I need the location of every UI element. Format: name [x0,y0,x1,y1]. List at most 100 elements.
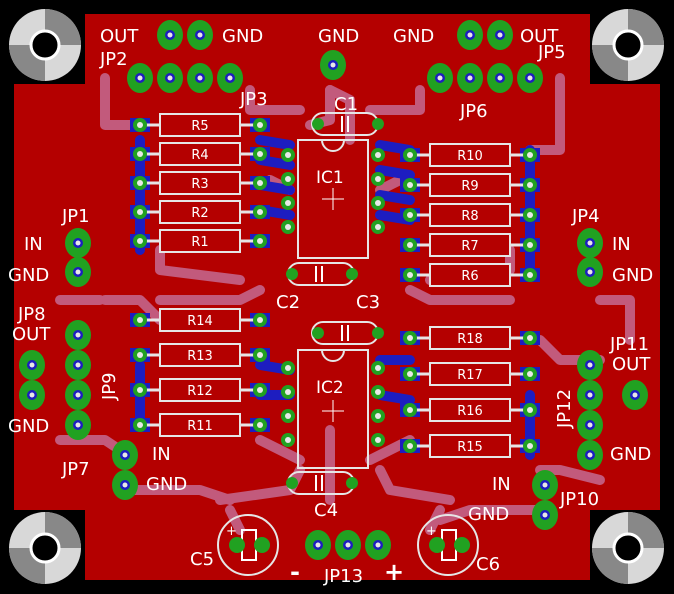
resistor-label: R9 [461,179,478,194]
resistor-label: R13 [187,349,213,364]
label-out-left: OUT [100,26,139,47]
ic1-package: IC1 [297,139,369,259]
svg-text:+: + [426,524,437,539]
label-gnd-jp10: GND [468,504,509,525]
label-c5: C5 [190,549,214,570]
capacitor-c6: + [417,514,479,576]
label-gnd-left-top: GND [222,26,263,47]
mounting-hole-bottom-left [9,512,81,584]
label-in-jp7: IN [152,444,171,465]
label-c4: C4 [314,500,338,521]
resistor-r17: R17 [400,362,540,386]
resistor-r12: R12 [130,378,270,402]
resistor-label: R7 [461,239,478,254]
label-jp2: JP2 [99,49,128,70]
label-out-jp11: OUT [612,354,651,375]
label-gnd-center: GND [318,26,359,47]
label-minus: - [290,558,300,586]
label-jp11: JP11 [609,334,649,355]
header-out-gnd-left [157,20,213,50]
label-jp13: JP13 [323,566,363,587]
label-c1: C1 [334,94,358,115]
label-jp4: JP4 [571,206,600,227]
resistor-label: R16 [457,404,483,419]
header-out-gnd-right [457,20,513,50]
label-gnd-jp8: GND [8,416,49,437]
silkscreen-labels: OUT GND JP2 JP3 GND C1 GND OUT JP5 JP6 J… [8,26,653,587]
resistor-r11: R11 [130,413,270,437]
headers [19,20,648,560]
capacitor-c5: + [217,514,279,576]
label-jp1: JP1 [61,206,90,227]
resistor-label: R2 [191,206,208,221]
resistor-label: R12 [187,384,213,399]
label-jp6: JP6 [459,101,488,122]
resistor-r18: R18 [400,326,540,350]
mounting-hole-bottom-right [592,512,664,584]
label-jp9: JP9 [99,372,120,401]
label-in-left: IN [24,234,43,255]
header-gnd-center [320,50,346,80]
label-out-right: OUT [520,26,559,47]
ic2-label: IC2 [316,378,344,398]
ic2-package: IC2 [297,349,369,469]
label-in-right: IN [612,234,631,255]
label-jp12: JP12 [554,389,575,429]
label-c3: C3 [356,292,380,313]
resistor-label: R17 [457,368,483,383]
resistor-label: R11 [187,419,213,434]
resistor-label: R18 [457,332,483,347]
label-jp5: JP5 [537,42,566,63]
resistor-r2: R2 [130,200,270,224]
resistor-r4: R4 [130,142,270,166]
svg-text:+: + [226,524,237,539]
capacitor-c2 [286,262,358,286]
resistor-r7: R7 [400,233,540,257]
resistor-r16: R16 [400,398,540,422]
resistor-label: R10 [457,149,483,164]
header-jp10 [532,470,558,530]
header-jp13 [305,530,391,560]
label-c6: C6 [476,554,500,575]
capacitor-c4 [286,471,358,495]
resistor-r9: R9 [400,173,540,197]
header-jp8-jp9 [19,320,91,440]
header-jp11-jp12 [577,350,648,470]
capacitor-c1 [311,112,384,136]
header-jp7 [112,440,138,500]
label-gnd-right-top: GND [393,26,434,47]
label-jp7: JP7 [61,459,90,480]
resistor-label: R1 [191,235,208,250]
capacitor-c3 [311,321,384,345]
resistor-label: R8 [461,209,478,224]
ic-pins [281,148,385,447]
resistor-r10: R10 [400,143,540,167]
label-gnd-jp4: GND [612,265,653,286]
label-gnd-jp1: GND [8,265,49,286]
label-plus: + [384,558,404,586]
header-jp1 [65,228,91,287]
header-jp5-jp6 [427,63,543,93]
label-jp3: JP3 [239,89,268,110]
resistor-label: R3 [191,177,208,192]
ic1-label: IC1 [316,168,344,188]
resistor-r15: R15 [400,434,540,458]
resistor-r6: R6 [400,263,540,287]
resistor-label: R4 [191,148,208,163]
label-c2: C2 [276,292,300,313]
header-jp4 [577,228,603,287]
resistor-r1: R1 [130,229,270,253]
resistor-r3: R3 [130,171,270,195]
resistor-label: R15 [457,440,483,455]
header-jp2-jp3 [127,63,243,93]
top-traces [55,73,635,535]
resistor-r5: R5 [130,113,270,137]
label-gnd-jp11: GND [610,444,651,465]
resistor-r8: R8 [400,203,540,227]
resistor-r13: R13 [130,343,270,367]
mounting-hole-top-left [9,9,81,81]
